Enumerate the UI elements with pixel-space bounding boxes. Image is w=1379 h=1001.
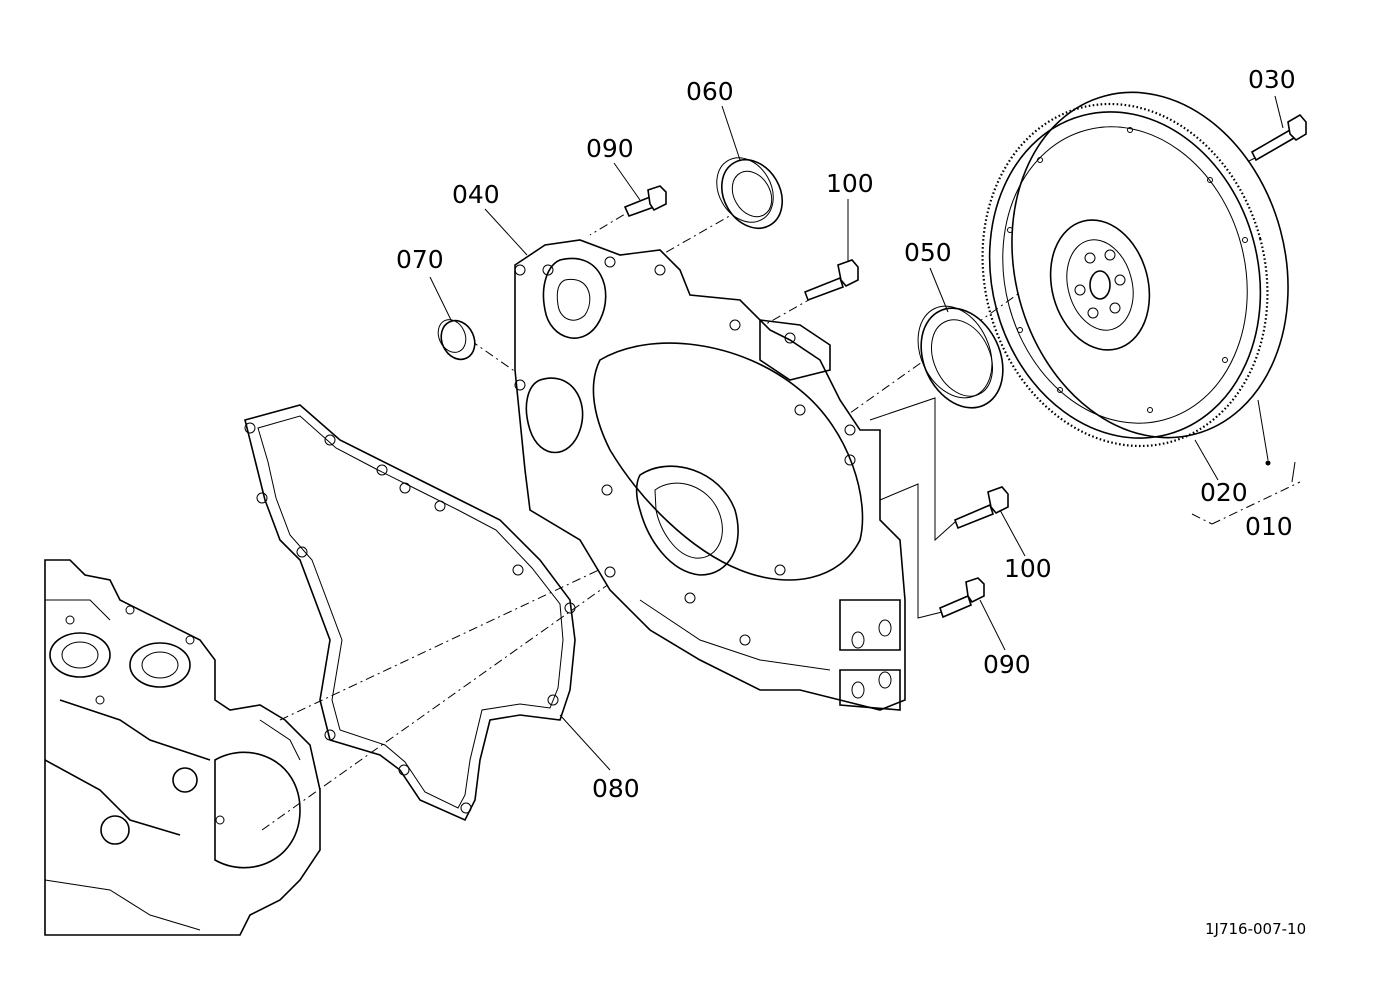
label-080: 080 [592, 774, 640, 803]
label-020: 020 [1200, 478, 1248, 507]
label-100-bottom: 100 [1004, 554, 1052, 583]
label-090-bottom: 090 [983, 650, 1031, 679]
bolt-090-bottom [939, 577, 985, 619]
label-060: 060 [686, 77, 734, 106]
oil-seal-050 [917, 305, 1004, 409]
bolt-030 [1250, 113, 1307, 162]
label-050: 050 [904, 238, 952, 267]
label-100-top: 100 [826, 169, 874, 198]
part-labels: 030 060 090 040 100 070 050 020 010 100 … [396, 65, 1296, 803]
label-070: 070 [396, 245, 444, 274]
engine-block [44, 559, 321, 936]
flywheel-housing-040 [514, 239, 906, 711]
label-010: 010 [1245, 512, 1293, 541]
bolt-090-top [623, 185, 667, 218]
oil-seal-060 [716, 157, 783, 229]
gasket-080 [244, 404, 576, 822]
label-030: 030 [1248, 65, 1296, 94]
drawing-number: 1J716-007-10 [1205, 920, 1306, 938]
label-040: 040 [452, 180, 500, 209]
flywheel-020 [981, 91, 1289, 448]
bolt-100-bottom [953, 486, 1009, 530]
bolt-100-top [803, 259, 859, 302]
leader-lines [429, 95, 1301, 771]
label-090-top: 090 [586, 134, 634, 163]
plug-070 [437, 319, 476, 361]
